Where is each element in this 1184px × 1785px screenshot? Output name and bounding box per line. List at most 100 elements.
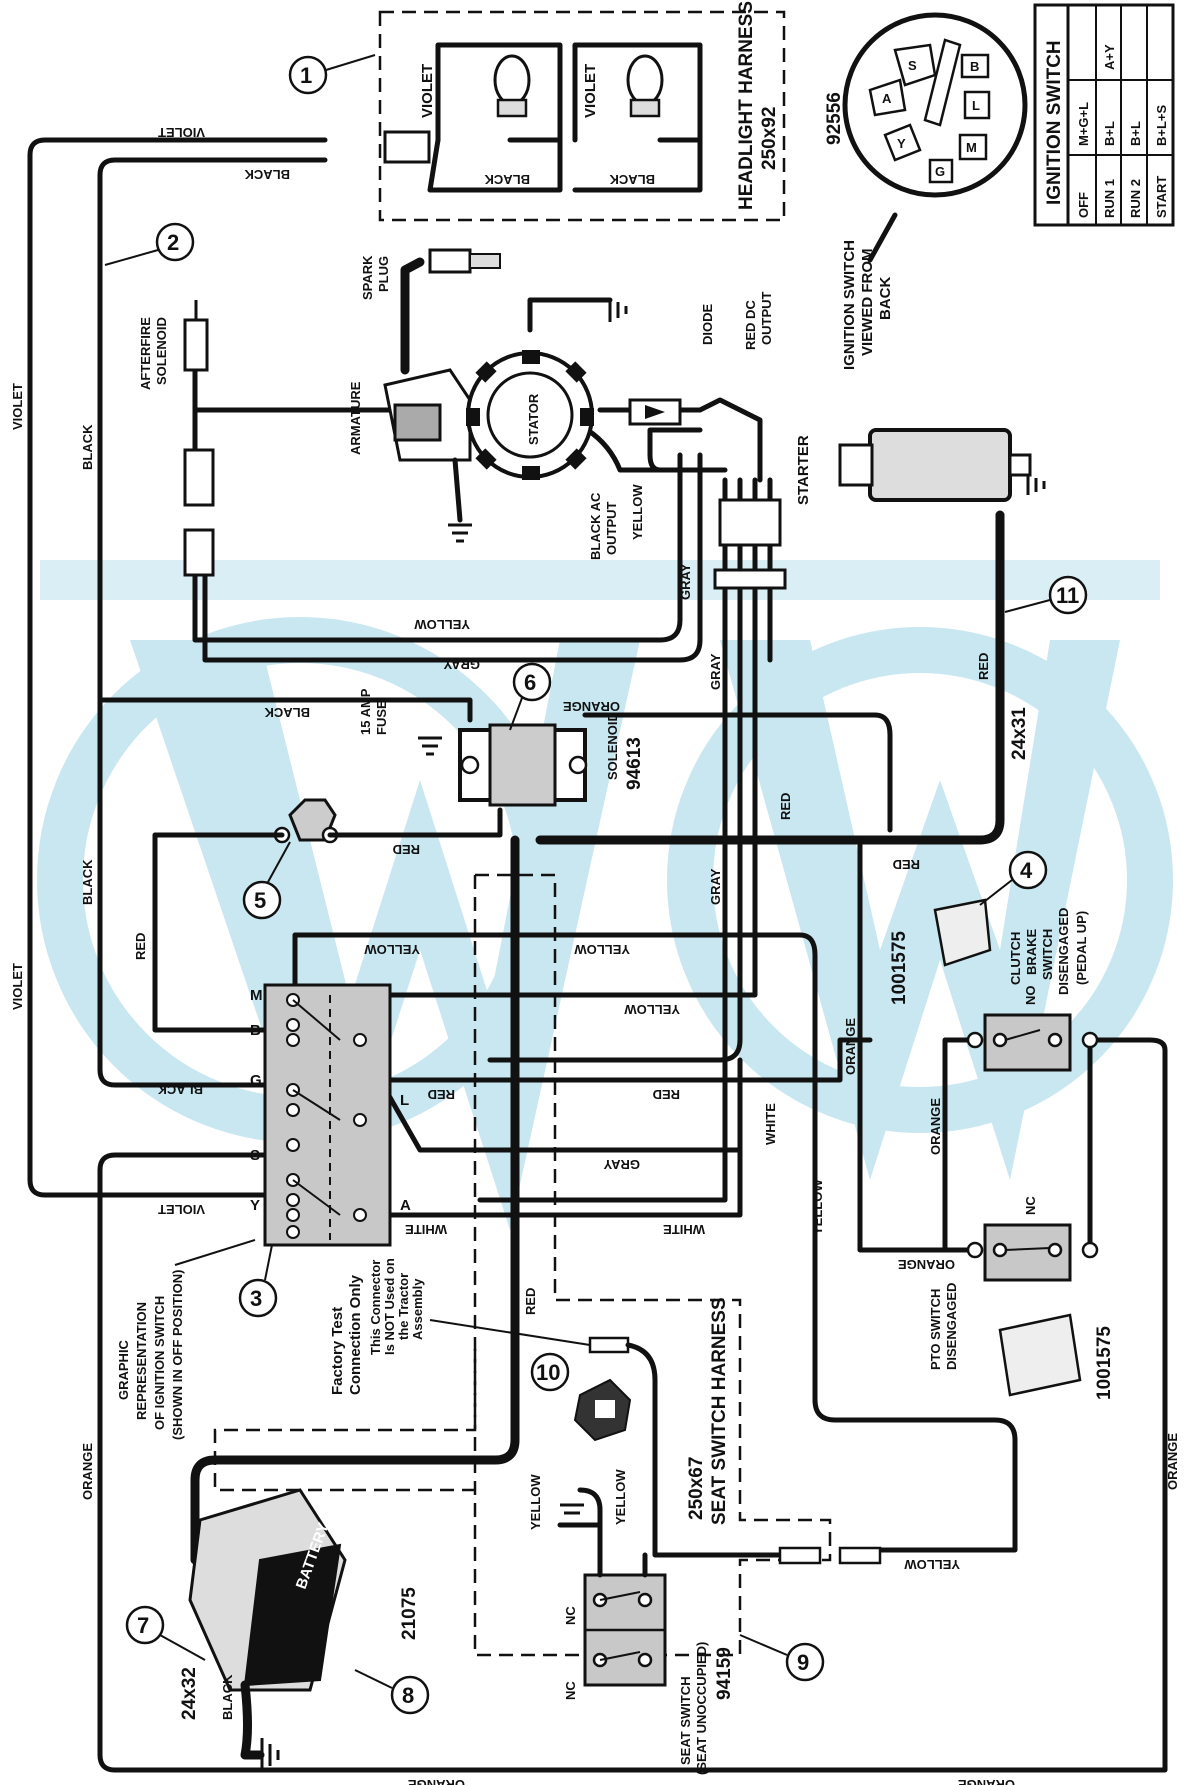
callout-9: 9 (739, 1634, 825, 1682)
svg-text:8: 8 (402, 1683, 414, 1708)
battery-cable: 24x32 (179, 1667, 200, 1720)
engine-section: SPARK PLUG AFTERFIRE SOLENOID ARMATURE (138, 248, 1032, 600)
ignition-switch-back-view: S B A L Y M G 92556 IGNITION SWITCH VIEW… (824, 12, 1028, 370)
svg-text:5: 5 (254, 888, 266, 913)
ign-pin-m: M (958, 133, 988, 161)
svg-text:OUTPUT: OUTPUT (759, 292, 774, 346)
svg-text:STATOR: STATOR (526, 393, 541, 445)
yellow-label-stator: YELLOW (630, 484, 645, 540)
ign-row-run2-conn: B+L (1128, 121, 1143, 146)
seat-yellow-1: YELLOW (528, 1474, 543, 1530)
seat-connector-2 (838, 1546, 882, 1565)
headlight-violet-1: VIOLET (419, 64, 436, 118)
label-orange-bottom-2: ORANGE (958, 1777, 1015, 1785)
svg-text:4: 4 (1020, 858, 1033, 883)
battery-black: BLACK (220, 1674, 235, 1720)
starter-motor: STARTER (795, 428, 1032, 505)
black-ac-label-2: OUTPUT (604, 502, 619, 556)
callout-6: 6 (509, 662, 552, 731)
seat-switch-part: 94159 (714, 1647, 735, 1700)
callout-11: 11 (1004, 575, 1088, 615)
svg-text:ARMATURE: ARMATURE (348, 381, 363, 455)
ignition-part: 92556 (824, 92, 845, 145)
factory-test-note-2: Is NOT Used on (382, 1258, 397, 1355)
ign-pin-a: A (868, 78, 907, 117)
callout-8: 8 (354, 1669, 430, 1715)
svg-text:B: B (970, 59, 979, 74)
label-white-vert: WHITE (763, 1103, 778, 1145)
ign-term-a: A (400, 1197, 411, 1214)
red-wiring (152, 510, 1005, 1565)
seat-connector-1 (778, 1546, 822, 1565)
afterfire-solenoid: AFTERFIRE SOLENOID (138, 300, 215, 577)
ign-caption-4: (SHOWN IN OFF POSITION) (170, 1270, 185, 1440)
label-gray-bottom: GRAY (603, 1157, 640, 1172)
ignition-view-note-1: IGNITION SWITCH (841, 240, 858, 370)
svg-text:A: A (882, 91, 892, 106)
orange-outer-wire (97, 1037, 1168, 1773)
label-yellow-mid: YELLOW (414, 617, 470, 632)
headlight-connector (383, 130, 431, 164)
label-violet-left-1: VIOLET (10, 383, 25, 430)
label-red-left: RED (133, 933, 148, 960)
seat-harness-part: 250x67 (686, 1457, 707, 1520)
svg-text:SPARK: SPARK (360, 255, 375, 300)
factory-test-title-1: Factory Test (329, 1307, 346, 1395)
seat-switch: NC NC (563, 1573, 667, 1700)
ignition-table-title: IGNITION SWITCH (1044, 40, 1065, 205)
label-red-vertical: RED (523, 1288, 538, 1315)
label-yellow-3: YELLOW (624, 1002, 680, 1017)
callout-3: 3 (238, 1244, 278, 1318)
svg-text:2: 2 (167, 230, 179, 255)
factory-test-connector (588, 1336, 630, 1354)
label-black-left-1: BLACK (80, 424, 95, 470)
pto-nc: NC (1023, 1196, 1038, 1215)
svg-text:L: L (972, 98, 980, 113)
clutch-brake-switch: NO 1001575 CLUTCH BRAKE SWITCH DISENGAGE… (889, 898, 1099, 1072)
label-yellow-2: YELLOW (574, 942, 630, 957)
label-yellow-seat: YELLOW (904, 1557, 960, 1572)
label-violet-top: VIOLET (158, 125, 205, 140)
callout-numbers: 1 2 3 4 5 6 7 8 9 10 11 (104, 54, 1088, 1715)
pto-switch: NC 1001575 PTO SWITCH DISENGAGED (928, 1196, 1115, 1400)
ignition-switch-table: IGNITION SWITCH OFF M+G+L RUN 1 B+L A+Y … (1033, 3, 1175, 227)
label-red-l: RED (428, 1087, 455, 1102)
svg-text:M: M (966, 140, 977, 155)
svg-text:3: 3 (250, 1286, 262, 1311)
ign-pin-g: G (928, 158, 954, 184)
stator-connector-top (718, 498, 782, 547)
label-red-main: RED (893, 857, 920, 872)
gray-label-stator: GRAY (678, 563, 693, 600)
headlight-harness-title: HEADLIGHT HARNESS (736, 1, 757, 210)
black-to-solenoid (97, 697, 473, 723)
ign-term-m: M (250, 987, 263, 1004)
clutch-part: 1001575 (889, 931, 910, 1005)
label-black-lower: BLACK (157, 1082, 203, 1097)
gray-wire-top (202, 452, 703, 663)
callout-4: 4 (979, 850, 1048, 906)
factory-test-title-2: Connection Only (347, 1274, 364, 1395)
clutch-label-2: BRAKE (1024, 928, 1039, 975)
ign-pin-b: B (960, 53, 990, 79)
ignition-view-note-3: BACK (877, 277, 894, 320)
label-red-2: RED (653, 1087, 680, 1102)
label-violet-left-2: VIOLET (10, 963, 25, 1010)
svg-text:S: S (908, 58, 917, 73)
seat-switch-label-1: SEAT SWITCH (678, 1676, 693, 1765)
label-orange-pto: ORANGE (898, 1257, 955, 1272)
ign-row-run1-conn: B+L (1102, 121, 1117, 146)
ign-row-start-state: START (1154, 176, 1169, 218)
label-orange-left: ORANGE (80, 1443, 95, 1500)
label-black-mid: BLACK (264, 705, 310, 720)
ign-caption-2: REPRESENTATION (134, 1302, 149, 1420)
stator-connector-bottom (713, 568, 787, 590)
svg-text:AFTERFIRE: AFTERFIRE (138, 317, 153, 390)
label-orange-vert-2: ORANGE (928, 1098, 943, 1155)
ign-pin-y: Y (883, 123, 922, 162)
yellow-wire (192, 452, 683, 643)
label-gray-right-2: GRAY (708, 868, 723, 905)
headlight-harness-part: 250x92 (759, 107, 780, 170)
pto-label-2: DISENGAGED (944, 1283, 959, 1370)
middle-wiring (292, 712, 1093, 1553)
clutch-label-1: CLUTCH (1008, 932, 1023, 985)
